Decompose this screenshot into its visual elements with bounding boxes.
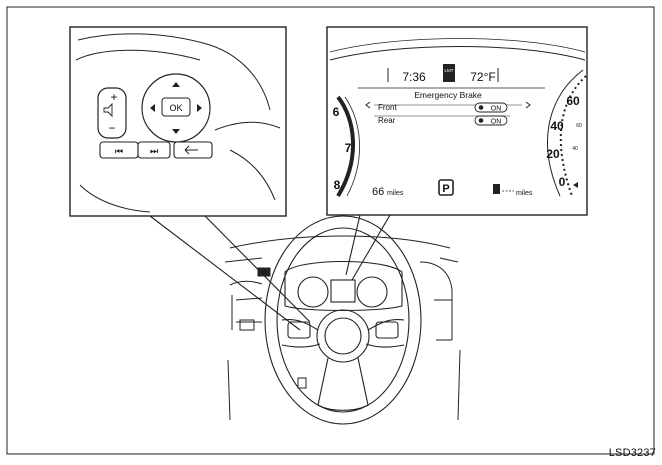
left-arrow-icon <box>150 104 155 112</box>
front-row-label: Front <box>378 103 397 112</box>
speed-tick-0: 0 <box>559 175 566 189</box>
temperature-readout: 72°F <box>470 70 495 84</box>
rear-toggle-knob <box>478 118 484 123</box>
up-arrow-icon <box>172 82 180 87</box>
next-track-button <box>137 141 171 159</box>
menu-title: Emergency Brake <box>414 90 482 100</box>
fuel-icon <box>493 184 500 194</box>
front-toggle-value: ON <box>491 106 502 113</box>
rear-toggle <box>474 115 508 126</box>
speed-small-tick-40: 40 <box>572 146 578 152</box>
tach-tick-8: 8 <box>334 178 341 192</box>
volume-down-label: − <box>108 121 115 135</box>
back-icon <box>184 145 198 155</box>
right-arrow-icon <box>197 104 202 112</box>
speed-tick-20: 20 <box>546 147 560 161</box>
odometer-unit: miles <box>387 190 404 197</box>
prev-track-icon: ⏮ <box>115 146 123 156</box>
gear-value: P <box>442 183 449 195</box>
tach-tick-6: 6 <box>333 105 340 119</box>
down-arrow-icon <box>172 129 180 134</box>
clock-readout: 7:36 <box>402 70 426 84</box>
gear-indicator <box>438 179 454 196</box>
callout-lines <box>149 214 391 331</box>
odometer-value: 66 <box>372 186 384 198</box>
speedometer-arc <box>547 69 584 197</box>
rear-row-label: Rear <box>378 116 396 125</box>
menu-right-arrow-icon <box>525 101 531 109</box>
tachometer-arc <box>336 95 356 198</box>
speed-small-tick-60: 60 <box>576 123 582 129</box>
ok-label: OK <box>169 103 182 113</box>
rear-toggle-value: ON <box>491 119 502 126</box>
speed-tick-60: 60 <box>566 94 580 108</box>
speed-pointer-icon <box>573 182 578 188</box>
next-track-icon: ⏭ <box>150 146 158 156</box>
menu-left-arrow-icon <box>365 101 371 109</box>
display-inset: 7:36 LMT 72°F Emergency Brake Front ON R… <box>326 26 588 216</box>
speed-limit-sign <box>443 64 455 82</box>
figure-code: LSD3237 <box>608 447 656 459</box>
figure-border <box>6 6 655 455</box>
front-toggle-knob <box>478 105 484 110</box>
speaker-icon <box>103 102 113 118</box>
switch-inset: + − OK ⏮ ⏭ <box>69 26 287 217</box>
steering-wheel <box>264 215 422 425</box>
speed-tick-40: 40 <box>550 119 564 133</box>
tach-tick-7: 7 <box>345 141 352 155</box>
range-unit: miles <box>516 190 533 197</box>
front-toggle <box>474 102 508 113</box>
ok-button <box>161 97 191 117</box>
dashboard <box>224 235 461 421</box>
speed-limit-label: LMT <box>445 68 454 73</box>
volume-up-label: + <box>110 90 117 104</box>
